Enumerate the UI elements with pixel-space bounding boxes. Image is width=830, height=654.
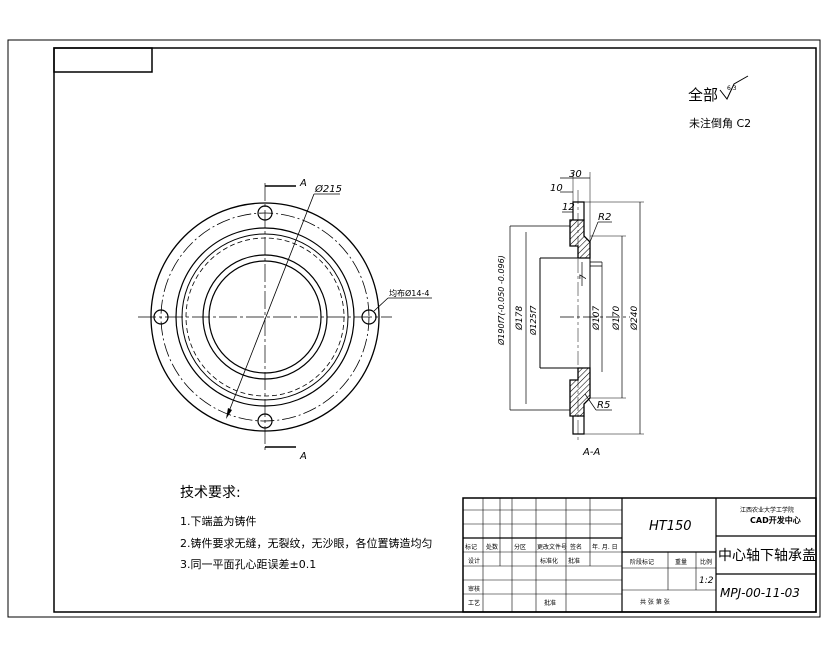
dim-30-label: 30	[569, 169, 582, 180]
dia-215-leader	[227, 193, 315, 415]
dim-107-label: Ø107	[591, 305, 602, 331]
tech-item-2: 2.铸件要求无缝，无裂纹，无沙眼，各位置铸造均匀	[180, 536, 433, 550]
tb-design: 设计	[468, 557, 480, 565]
chamfer-note: 未注倒角 C2	[689, 116, 751, 130]
corner-label-box	[53, 47, 153, 73]
section-view: Ø190f7(-0.050 -0.096) Ø178 Ø125f7 Ø107 Ø…	[496, 169, 644, 458]
tb-standardize: 标准化	[540, 557, 558, 565]
inner-border	[53, 47, 817, 613]
section-outline-left	[572, 201, 585, 220]
tb-drawing-no: MPJ-00-11-03	[720, 586, 800, 600]
section-letter-bottom: A	[299, 451, 307, 462]
tech-item-1: 1.下端盖为铸件	[180, 514, 257, 528]
tb-school-1: 江西农业大学工学院	[740, 506, 794, 514]
tb-zone: 分区	[514, 543, 526, 551]
dia-215-label: Ø215	[314, 183, 342, 195]
tech-item-3: 3.同一平面孔心距误差±0.1	[180, 557, 316, 571]
dim-10-label: 10	[550, 183, 563, 194]
tb-sheets: 共 张 第 张	[640, 598, 670, 606]
tb-approve-1: 批准	[568, 557, 580, 565]
tb-mark: 标记	[465, 543, 477, 551]
section-letter-top: A	[299, 178, 307, 189]
roughness-scope: 全部	[688, 86, 718, 104]
tb-sign: 签名	[570, 543, 582, 551]
tech-heading: 技术要求:	[180, 485, 241, 501]
tb-review: 审核	[468, 585, 480, 593]
tb-school-2: CAD开发中心	[750, 515, 801, 525]
r5-leader	[584, 393, 597, 411]
tb-part-name: 中心轴下轴承盖	[718, 548, 816, 564]
section-hatch-bottom	[569, 367, 591, 417]
section-title: A-A	[582, 447, 600, 458]
dim-125-label: Ø125f7	[528, 305, 538, 336]
r5-label: R5	[597, 400, 610, 411]
outer-border	[7, 39, 821, 618]
front-view: A A Ø215 均布Ø14-4	[138, 178, 432, 462]
title-block-frame	[462, 497, 817, 613]
tb-weight: 重量	[675, 558, 687, 566]
tb-material: HT150	[649, 519, 692, 534]
r2-leader	[589, 221, 599, 243]
roughness-symbol-icon	[719, 75, 749, 100]
dim-190-label: Ø190f7(-0.050 -0.096)	[496, 255, 506, 346]
tb-process: 工艺	[468, 599, 480, 607]
holes-label: 均布Ø14-4	[389, 288, 429, 298]
tb-count: 处数	[486, 543, 498, 551]
r2-label: R2	[598, 212, 611, 223]
tb-docno: 更改文件号	[537, 543, 567, 551]
tb-approve-2: 批准	[544, 599, 556, 607]
tb-date: 年. 月. 日	[592, 543, 618, 551]
holes-leader	[373, 297, 389, 312]
tb-stage-mark: 阶段标记	[630, 558, 654, 566]
title-block	[462, 497, 817, 613]
dim-170-label: Ø170	[611, 305, 622, 331]
tb-ratio: 比例	[700, 558, 712, 566]
dim-12-label: 12	[562, 202, 575, 213]
dim-7-label: 7	[579, 274, 589, 280]
dim-178-label: Ø178	[514, 305, 525, 331]
tb-scale: 1:2	[699, 576, 714, 586]
section-outline-left-b	[572, 416, 585, 435]
dia-215-arrow-icon	[226, 408, 232, 419]
dim-240-label: Ø240	[629, 305, 640, 331]
section-hatch-top	[569, 219, 591, 259]
